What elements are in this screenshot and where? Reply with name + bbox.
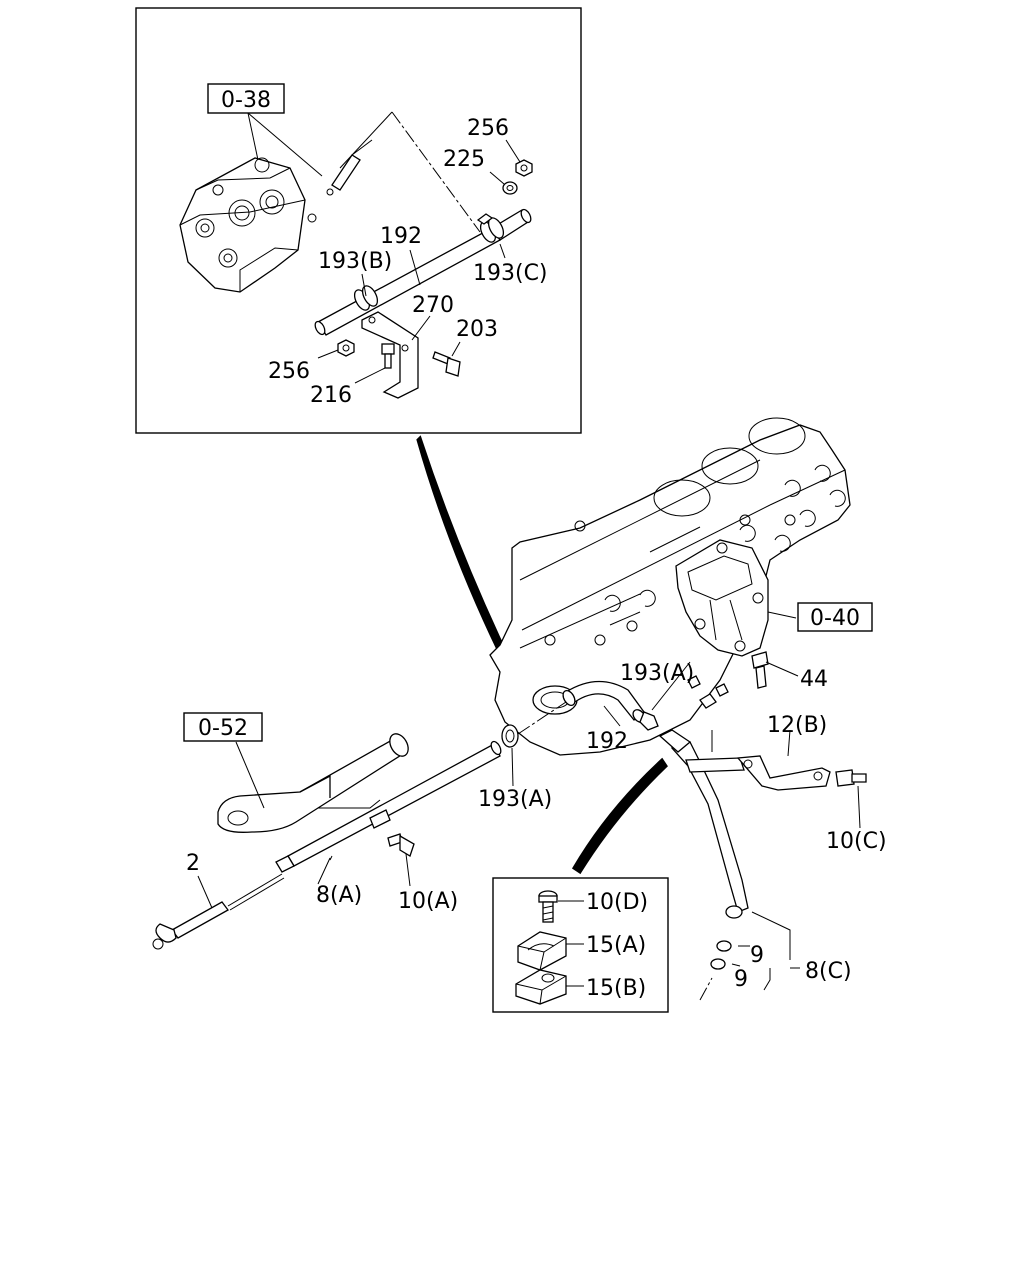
top-inset: 0-38 256 225 192 193(B) 193(C) 270 203 2… — [135, 7, 582, 434]
ref-0-38: 0-38 — [221, 88, 271, 113]
label-10a: 10(A) — [398, 889, 458, 914]
clip-15a — [517, 931, 567, 971]
ref-box-0-52 — [183, 712, 263, 742]
small-fittings — [687, 675, 729, 709]
hose-192-inset — [314, 208, 532, 336]
label-15b: 15(B) — [586, 976, 646, 1001]
washer-225 — [502, 181, 518, 195]
ref-0-52: 0-52 — [198, 716, 248, 741]
bottom-inset-callout — [571, 757, 668, 875]
bolt-44 — [751, 651, 769, 689]
label-193a-lower: 193(A) — [478, 787, 552, 812]
o-rings-9 — [710, 940, 732, 970]
stud-above-hose — [476, 213, 494, 225]
dipstick-guide-8a — [275, 740, 502, 873]
bolt-203 — [432, 351, 461, 377]
label-256-bottom: 256 — [268, 359, 310, 384]
injection-pump-head — [179, 157, 317, 293]
label-9-lower: 9 — [734, 967, 748, 992]
bottom-inset: 10(D) 15(A) 15(B) — [492, 877, 669, 1013]
label-8c: 8(C) — [805, 959, 852, 984]
top-inset-leaders — [247, 111, 521, 384]
label-193b: 193(B) — [318, 249, 392, 274]
label-44: 44 — [800, 667, 828, 692]
engine-block — [489, 417, 851, 756]
oil-filler-tube-0-52 — [217, 733, 409, 833]
bolt-10c — [835, 769, 867, 787]
label-203: 203 — [456, 317, 498, 342]
hose-192-main — [562, 680, 659, 731]
bolt-10a — [387, 833, 415, 857]
bracket-270 — [361, 311, 419, 399]
mounting-bracket-0-40 — [675, 539, 769, 657]
dipstick-2 — [152, 873, 285, 950]
main-leaders — [197, 611, 861, 1001]
label-256-top: 256 — [467, 116, 509, 141]
label-192-inset: 192 — [380, 224, 422, 249]
nozzle-fitting — [326, 139, 373, 196]
label-8a: 8(A) — [316, 883, 362, 908]
bracket-12b — [736, 755, 831, 791]
label-216: 216 — [310, 383, 352, 408]
nut-256-bottom — [337, 339, 355, 357]
label-2: 2 — [186, 851, 200, 876]
label-10d: 10(D) — [586, 890, 648, 915]
ref-0-40: 0-40 — [810, 606, 860, 631]
label-193c: 193(C) — [473, 261, 548, 286]
label-10c: 10(C) — [826, 829, 887, 854]
label-270: 270 — [412, 293, 454, 318]
label-12b: 12(B) — [767, 713, 827, 738]
nut-256-top — [515, 159, 533, 177]
clamp-193a-lower — [501, 724, 519, 748]
clip-15b — [515, 969, 567, 1005]
label-225: 225 — [443, 147, 485, 172]
bolt-10d — [538, 890, 558, 923]
label-193a-upper: 193(A) — [620, 661, 694, 686]
label-15a: 15(A) — [586, 933, 646, 958]
ref-box-0-40 — [797, 602, 873, 632]
ref-box-0-38 — [207, 83, 285, 114]
guide-tube-8c — [658, 729, 749, 919]
label-9-upper: 9 — [750, 943, 764, 968]
label-192-main: 192 — [586, 729, 628, 754]
bolt-216 — [381, 343, 395, 369]
